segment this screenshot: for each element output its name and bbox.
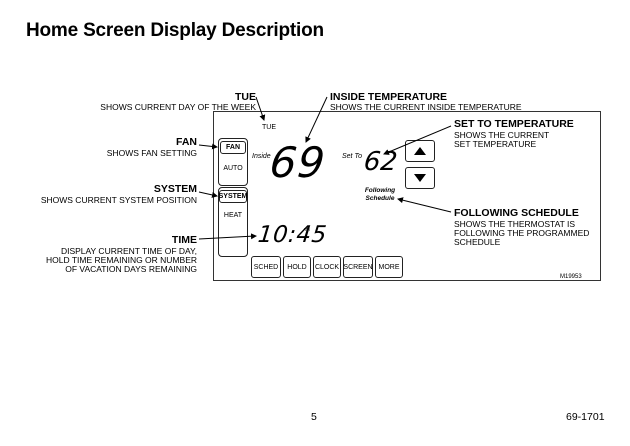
- clock-button[interactable]: CLOCK: [313, 256, 341, 278]
- triangle-up-icon: [414, 147, 426, 155]
- time-heading: TIME: [171, 234, 197, 246]
- time-desc-line1: DISPLAY CURRENT TIME OF DAY,: [60, 246, 197, 256]
- fan-panel: [218, 138, 248, 186]
- fan-leader: [198, 143, 218, 150]
- following-desc-line2: FOLLOWING THE PROGRAMMED: [454, 228, 590, 238]
- triangle-down-icon: [414, 174, 426, 182]
- system-leader: [198, 191, 218, 198]
- system-desc: SHOWS CURRENT SYSTEM POSITION: [40, 195, 197, 205]
- fan-value: AUTO: [223, 165, 243, 172]
- time-desc-line3: OF VACATION DAYS REMAINING: [65, 264, 197, 274]
- fan-button[interactable]: FAN: [220, 141, 246, 154]
- system-button[interactable]: SYSTEM: [219, 190, 247, 203]
- following-leader: [397, 197, 452, 213]
- fan-desc: SHOWS FAN SETTING: [106, 148, 197, 158]
- tue-heading: TUE: [235, 91, 256, 103]
- inside-temp-leader: [305, 96, 328, 143]
- system-panel: [218, 187, 248, 257]
- fan-heading: FAN: [176, 136, 197, 148]
- following-line1: Following: [364, 187, 396, 194]
- time-desc-line2: HOLD TIME REMAINING OR NUMBER: [46, 255, 197, 265]
- inside-temp-desc: SHOWS THE CURRENT INSIDE TEMPERATURE: [330, 102, 522, 112]
- am-pm-indicator: AM: [303, 227, 310, 232]
- time-leader: [198, 233, 257, 240]
- temp-up-button[interactable]: [405, 140, 435, 162]
- system-heading: SYSTEM: [153, 183, 197, 195]
- following-desc-line3: SCHEDULE: [454, 237, 501, 247]
- screen-button[interactable]: SCREEN: [343, 256, 373, 278]
- following-heading: FOLLOWING SCHEDULE: [454, 207, 579, 219]
- set-temp-heading: SET TO TEMPERATURE: [454, 118, 574, 130]
- following-schedule-indicator: Following Schedule: [358, 187, 402, 203]
- temp-down-button[interactable]: [405, 167, 435, 189]
- set-temp-desc-line2: SET TEMPERATURE: [454, 139, 537, 149]
- set-to-label: Set To: [342, 153, 362, 160]
- tue-leader: [255, 96, 266, 121]
- sched-button[interactable]: SCHED: [251, 256, 281, 278]
- doc-number: 69-1701: [566, 411, 605, 423]
- system-value: HEAT: [223, 212, 243, 219]
- set-temp-desc-line1: SHOWS THE CURRENT: [454, 130, 550, 140]
- set-temp-leader: [383, 125, 452, 155]
- page-number: 5: [311, 411, 317, 423]
- page-title: Home Screen Display Description: [26, 20, 324, 41]
- more-button[interactable]: MORE: [375, 256, 403, 278]
- following-desc-line1: SHOWS THE THERMOSTAT IS: [454, 219, 576, 229]
- inside-label: Inside: [252, 153, 271, 160]
- day-display: TUE: [262, 124, 276, 131]
- inside-temp-heading: INSIDE TEMPERATURE: [330, 91, 448, 103]
- figure-id: M19953: [560, 274, 582, 280]
- hold-button[interactable]: HOLD: [283, 256, 311, 278]
- following-line2: Schedule: [365, 195, 395, 202]
- tue-desc: SHOWS CURRENT DAY OF THE WEEK: [100, 102, 256, 112]
